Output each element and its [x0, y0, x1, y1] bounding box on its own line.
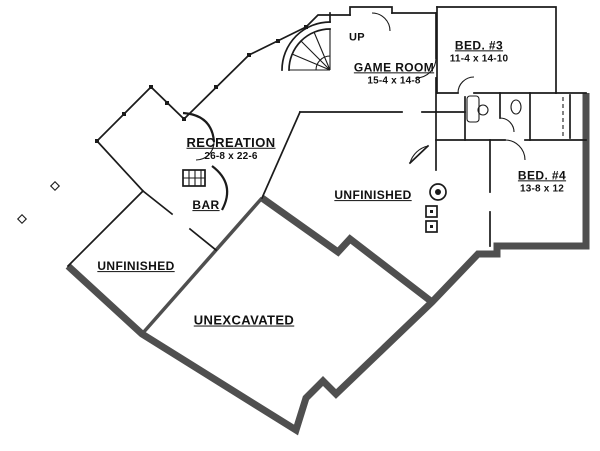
- stair-inner-arc: [315, 55, 331, 71]
- angled-door-leaf: [408, 144, 430, 165]
- room-name-text: BED. #4: [517, 168, 567, 183]
- room-label-unfinished-lower: UNFINISHED: [97, 259, 175, 274]
- unfinished-left-northwest-wall: [66, 189, 145, 268]
- spiral-stair: [281, 12, 331, 71]
- diamond-marker: [16, 213, 28, 225]
- unexcavated-northeast-wall: [259, 195, 435, 305]
- room-label-bar: BAR: [192, 198, 220, 213]
- post-marker: [122, 112, 126, 116]
- room-name-text: RECREATION: [186, 134, 276, 150]
- post-marker: [149, 85, 153, 89]
- recreation-door-arc: [195, 141, 215, 161]
- room-label-recreation: RECREATION 26-8 x 22-6: [186, 134, 276, 162]
- post-marker: [182, 117, 186, 121]
- post-marker: [276, 39, 280, 43]
- angled-door-arc: [409, 145, 429, 164]
- room-name-text: BED. #3: [454, 38, 504, 53]
- bath-fixtures: [466, 95, 522, 123]
- unfinished-left-northeast-wall: [141, 189, 218, 252]
- post-marker: [304, 25, 308, 29]
- toilet: [510, 99, 522, 115]
- post-marker: [95, 139, 99, 143]
- interior-walls: [66, 6, 587, 268]
- bed3-outer-wall: [436, 6, 557, 94]
- bay-window-posts: [95, 25, 308, 143]
- unexcavated-northwest-wall: [140, 196, 264, 336]
- stair-treads: [289, 29, 331, 71]
- room-dims-text: 15-4 x 14-8: [367, 75, 421, 87]
- post-marker: [247, 53, 251, 57]
- room-label-bed4: BED. #4 13-8 x 12: [517, 168, 567, 195]
- top-wall-left: [304, 14, 351, 29]
- post-marker: [214, 85, 218, 89]
- bar-cabinet-hatch: [183, 170, 205, 186]
- sink: [477, 104, 489, 116]
- room-label-unfinished-upper: UNFINISHED: [334, 188, 412, 203]
- bed4-door-arc: [504, 139, 526, 161]
- site-markers: [16, 180, 61, 225]
- bar-counter-curve: [211, 165, 229, 211]
- room-name-text: UNFINISHED: [97, 259, 175, 274]
- post-marker: [165, 101, 169, 105]
- bath-door-arc: [499, 117, 515, 133]
- furnace-dot: [430, 210, 433, 213]
- door-arcs: [195, 12, 526, 164]
- entry-door-arc: [371, 12, 391, 32]
- ac-unit: [425, 220, 438, 233]
- room-name-text: BAR: [192, 198, 220, 213]
- room-label-bed3: BED. #3 11-4 x 14-10: [449, 38, 509, 65]
- bay-window-wall: [95, 25, 308, 143]
- foundation-outline: [65, 93, 590, 436]
- room-label-unexcavated: UNEXCAVATED: [193, 312, 295, 329]
- room-name-text: UNFINISHED: [334, 188, 412, 203]
- water-heater: [429, 183, 447, 201]
- bar-counter: [182, 165, 229, 211]
- foundation-walls: [65, 93, 590, 436]
- stair-up-text: UP: [349, 31, 365, 44]
- stair-wall-arc: [281, 21, 331, 71]
- bathtub: [466, 95, 480, 123]
- bed3-door-arc: [457, 76, 475, 94]
- furnace-unit: [425, 205, 438, 218]
- room-name-text: GAME ROOM: [353, 60, 435, 75]
- room-dims-text: 26-8 x 22-6: [204, 150, 258, 162]
- entry-nook-wall: [349, 6, 393, 16]
- room-dims-text: 11-4 x 14-10: [449, 53, 509, 65]
- utility-fixtures: [425, 183, 447, 233]
- diamond-marker: [49, 180, 61, 192]
- room-name-text: UNEXCAVATED: [193, 312, 295, 328]
- room-dims-text: 13-8 x 12: [519, 183, 565, 195]
- stair-up-label: UP: [349, 32, 365, 45]
- water-heater-dot: [435, 189, 441, 195]
- recreation-divider-wall: [260, 110, 302, 200]
- gameroom-door-arc: [415, 57, 437, 79]
- room-label-game-room: GAME ROOM 15-4 x 14-8: [353, 60, 435, 87]
- ac-dot: [430, 225, 433, 228]
- curved-entry-wall: [182, 111, 216, 143]
- recreation-west-wall: [95, 139, 145, 193]
